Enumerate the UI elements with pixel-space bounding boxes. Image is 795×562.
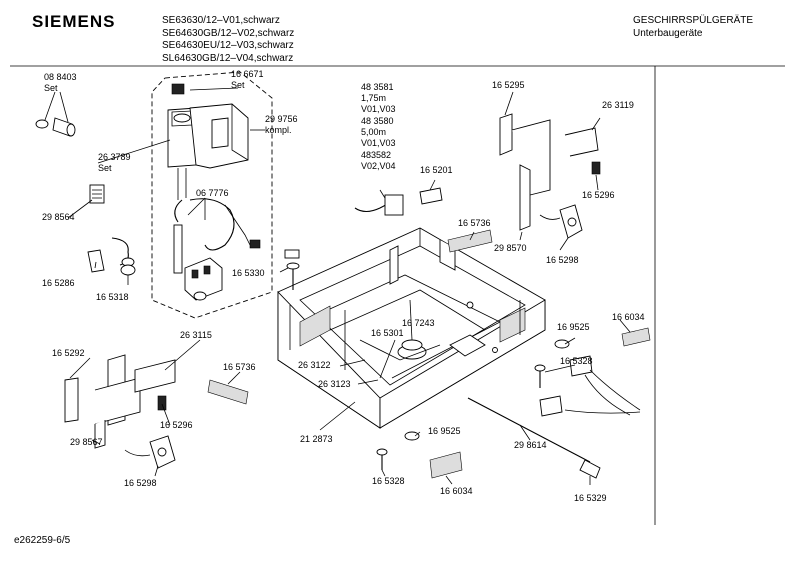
part-label: Set (98, 163, 112, 173)
part-label: 29 9756 (265, 114, 298, 124)
valve-kit-outline (151, 71, 273, 319)
part-label: 16 5329 (574, 493, 607, 503)
part-label: 16 5296 (160, 420, 193, 430)
part-label: 21 2873 (300, 434, 333, 444)
clip-strip-upper (447, 229, 493, 253)
part-label: 08 8403 (44, 72, 77, 82)
leader-lines (44, 87, 631, 485)
part-label: V01,V03 (361, 138, 396, 148)
part-label: 1,75m (361, 93, 387, 103)
spring-hose (87, 184, 136, 276)
part-label: 5,00m (361, 127, 387, 137)
model-line: SE64630EU/12–V03,schwarz (162, 40, 294, 51)
part-label: V01,V03 (361, 104, 396, 114)
part-label: 26 3115 (180, 330, 212, 340)
part-label: 16 9525 (428, 426, 461, 436)
part-label: 48 3580 (361, 116, 394, 126)
part-label: 16 5298 (546, 255, 579, 265)
part-label: 16 7243 (402, 318, 435, 328)
screw-165328-right (534, 339, 570, 388)
part-label: V02,V04 (361, 161, 396, 171)
part-label: 16 5292 (52, 348, 85, 358)
part-label: 48 3581 (361, 82, 394, 92)
power-cable (354, 187, 443, 216)
hose-clamp-set (35, 117, 76, 137)
part-label: 16 5298 (124, 478, 157, 488)
part-label: 16 5318 (96, 292, 129, 302)
part-label: 29 8614 (514, 440, 547, 450)
category-title: GESCHIRRSPÜLGERÄTE (633, 15, 754, 26)
screw-165328-bottom (376, 431, 420, 470)
clip-166034-bottom (429, 451, 463, 479)
part-label: 16 5736 (223, 362, 256, 372)
model-line: SE64630GB/12–V02,schwarz (162, 27, 295, 39)
document-id: e262259-6/5 (14, 535, 71, 546)
part-label: 26 3123 (318, 379, 351, 389)
part-label: 29 8570 (494, 243, 527, 253)
category-subtitle: Unterbaugeräte (633, 27, 703, 39)
part-label: 16 6034 (440, 486, 473, 496)
part-label: 16 5296 (582, 190, 615, 200)
left-brackets-lower (64, 354, 176, 469)
part-label: 16 5201 (420, 165, 453, 175)
part-label: 06 7776 (196, 188, 229, 198)
model-line: SL64630GB/12–V04,schwarz (162, 52, 294, 64)
part-label: 16 6034 (612, 312, 645, 322)
model-line: SE63630/12–V01,schwarz (162, 15, 280, 26)
part-label: 483582 (361, 150, 392, 160)
wiring-connectors (539, 355, 641, 417)
part-label: 16 6671 (231, 69, 264, 79)
part-label: 16 9525 (557, 322, 590, 332)
part-label: 26 3789 (98, 152, 131, 162)
part-label: Set (231, 80, 245, 90)
clip-166034-right (621, 327, 651, 347)
brand-logo: SIEMENS (32, 12, 116, 31)
part-label: 16 5736 (458, 218, 491, 228)
right-brackets (499, 113, 601, 239)
part-label: 29 8567 (70, 437, 103, 447)
part-label: 16 5328 (560, 356, 593, 366)
screw-165330 (284, 249, 300, 290)
part-label: 16 5330 (232, 268, 265, 278)
part-label: 26 3119 (602, 100, 634, 110)
water-valve-assembly (167, 83, 261, 301)
part-label: kompl. (265, 125, 292, 135)
part-label: Set (44, 83, 58, 93)
category-block: GESCHIRRSPÜLGERÄTE Unterbaugeräte (633, 15, 753, 40)
part-label: 26 3122 (298, 360, 331, 370)
part-label: 16 5295 (492, 80, 525, 90)
part-label: 16 5328 (372, 476, 405, 486)
part-label: 29 8564 (42, 212, 75, 222)
rod-298614 (467, 397, 601, 479)
clip-strip-lower (207, 379, 249, 405)
model-list: SE63630/12–V01,schwarz SE64630GB/12–V02,… (162, 15, 294, 65)
part-label: 16 5286 (42, 278, 75, 288)
part-label: 16 5301 (371, 328, 404, 338)
